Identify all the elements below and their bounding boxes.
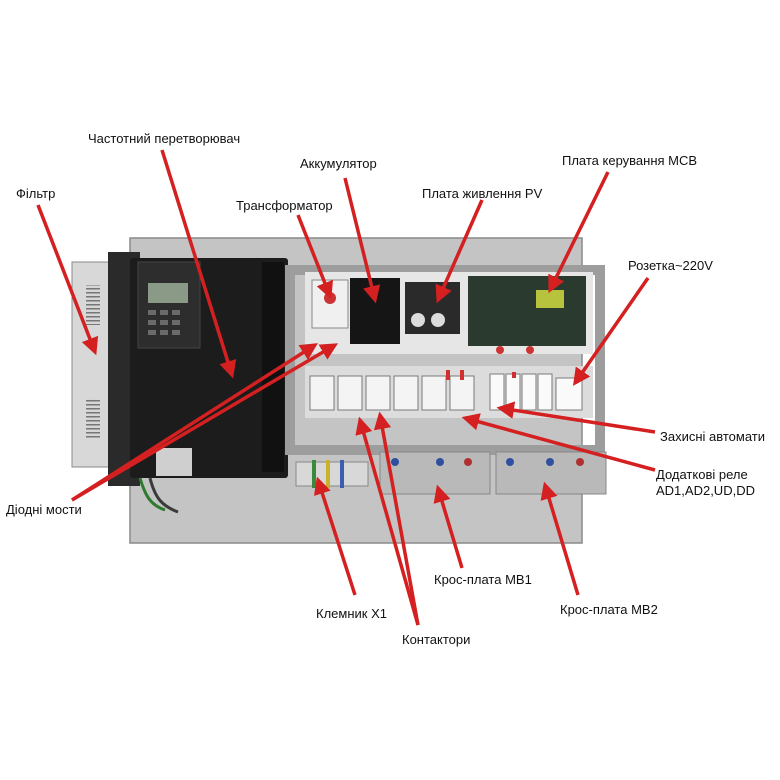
arrow-contactor-1 [355, 416, 420, 626]
frequency-inverter [108, 252, 288, 514]
battery-block [350, 278, 400, 344]
mcb-control-board [468, 276, 586, 346]
power-board-pv [405, 282, 460, 334]
arrow-filter [36, 204, 99, 356]
arrow-socket [573, 277, 650, 386]
arrow-terminal [313, 476, 357, 596]
label-diode-bridges: Діодні мости [6, 502, 82, 517]
label-transformer: Трансформатор [236, 198, 333, 213]
arrow-contactor-2 [373, 411, 420, 626]
label-socket: Розетка~220V [628, 258, 713, 273]
cross-board-mb1 [379, 451, 491, 495]
arrow-diode-2 [71, 343, 339, 502]
label-battery: Аккумулятор [300, 156, 377, 171]
arrow-relays [461, 413, 656, 472]
arrow-transformer [296, 214, 333, 300]
label-contactors: Контактори [402, 632, 471, 647]
label-mcb-board: Плата керування MCB [562, 153, 698, 168]
label-protective-breakers: Захисні автомати [660, 429, 766, 444]
label-extra-relays-line1: Додаткові реле [656, 467, 748, 482]
label-terminal-x1: Клемник X1 [316, 606, 387, 621]
label-mb1: Крос-плата MB1 [434, 572, 532, 587]
arrow-mb2 [540, 481, 580, 596]
arrow-battery [343, 177, 381, 304]
label-power-board: Плата живлення PV [422, 186, 543, 201]
label-extra-relays: Додаткові реле AD1,AD2,UD,DD [656, 467, 755, 500]
label-extra-relays-line2: AD1,AD2,UD,DD [656, 483, 755, 499]
arrow-mb1 [433, 484, 464, 569]
label-filter: Фільтр [16, 186, 56, 201]
arrow-inverter [160, 149, 237, 379]
breaker-row [489, 373, 583, 411]
arrow-power-board [435, 199, 484, 304]
arrow-breakers [496, 401, 656, 434]
cross-board-mb2 [495, 451, 607, 495]
label-inverter: Частотний перетворювач [88, 131, 241, 146]
terminal-block-x1 [295, 460, 369, 488]
arrow-mcb-board [548, 171, 610, 294]
label-mb2: Крос-плата MB2 [560, 602, 658, 617]
